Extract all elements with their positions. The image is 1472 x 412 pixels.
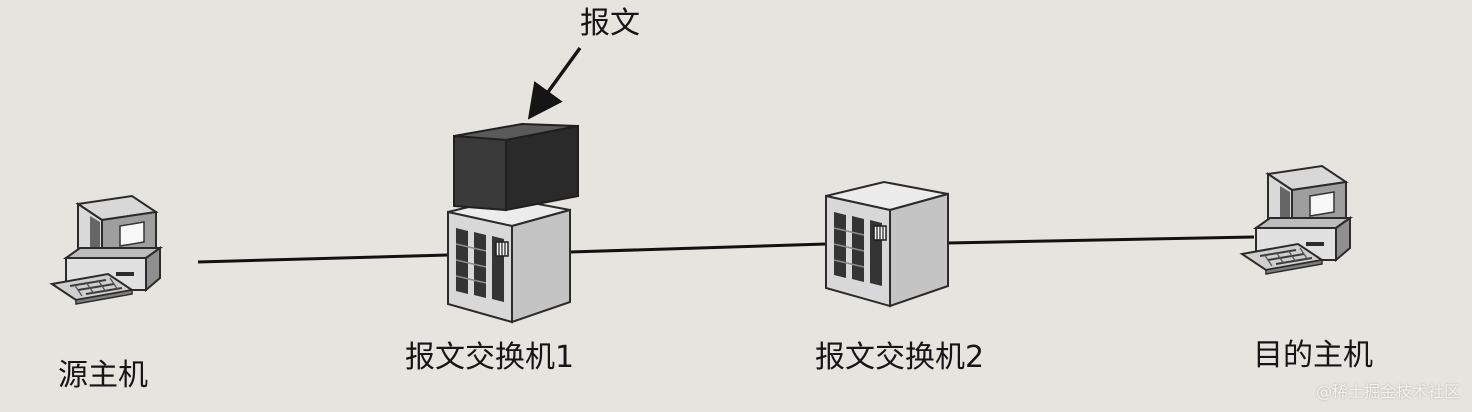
link-switch2-destination (947, 235, 1255, 245)
switch-2-label: 报文交换机2 (815, 340, 985, 375)
switch-1-server-tower-icon (447, 197, 571, 323)
source-host-label: 源主机 (58, 358, 148, 393)
destination-host-desktop-computer-icon (1241, 165, 1351, 275)
message-arrow (527, 46, 582, 120)
message-label: 报文 (580, 6, 640, 41)
watermark: @稀土掘金技术社区 (1315, 382, 1460, 401)
source-host-desktop-computer-icon (51, 195, 161, 305)
destination-host-label: 目的主机 (1253, 338, 1373, 373)
link-switch1-switch2 (569, 242, 827, 254)
switch-1-label: 报文交换机1 (405, 340, 575, 375)
switch-2-server-tower-icon (825, 181, 949, 307)
message-block-icon (453, 122, 579, 212)
link-source-switch1 (197, 253, 449, 264)
